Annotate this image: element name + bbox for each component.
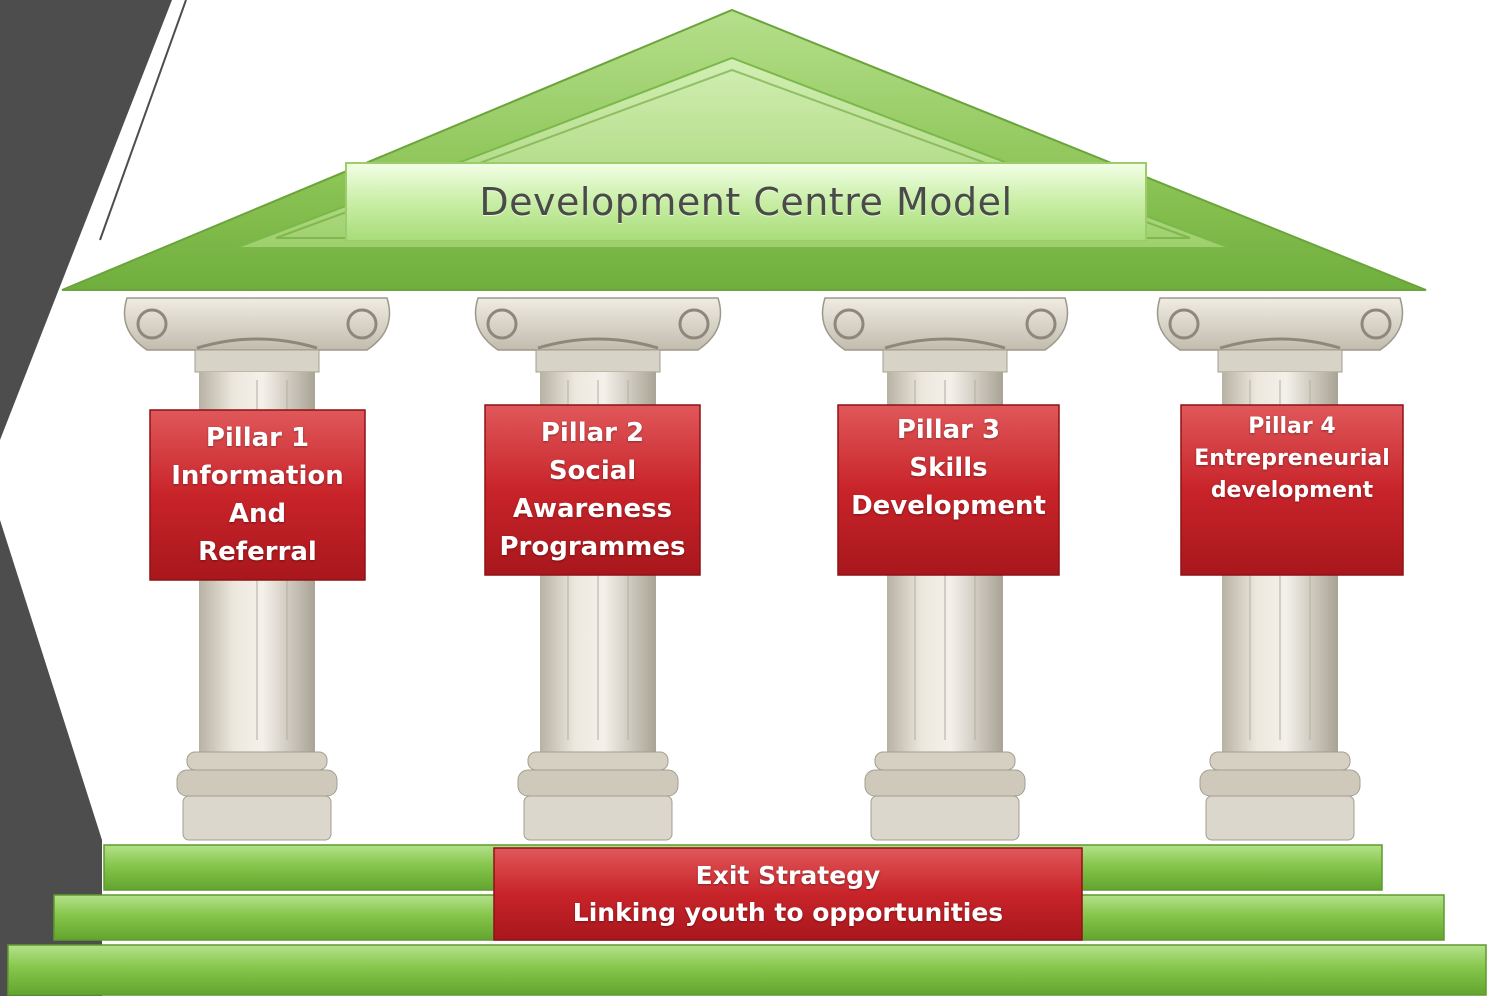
title-banner <box>345 162 1147 242</box>
step-bottom <box>7 944 1487 996</box>
left-dark-panel <box>0 0 187 996</box>
exit-strategy-box <box>493 847 1083 941</box>
pillar-1-box <box>149 409 366 581</box>
temple-roof <box>61 8 1427 291</box>
pillar-2-box <box>484 404 701 576</box>
diagram-title: Development Centre Model <box>479 180 1013 224</box>
pillar-4-box <box>1180 404 1404 576</box>
pillar-3-box <box>837 404 1060 576</box>
